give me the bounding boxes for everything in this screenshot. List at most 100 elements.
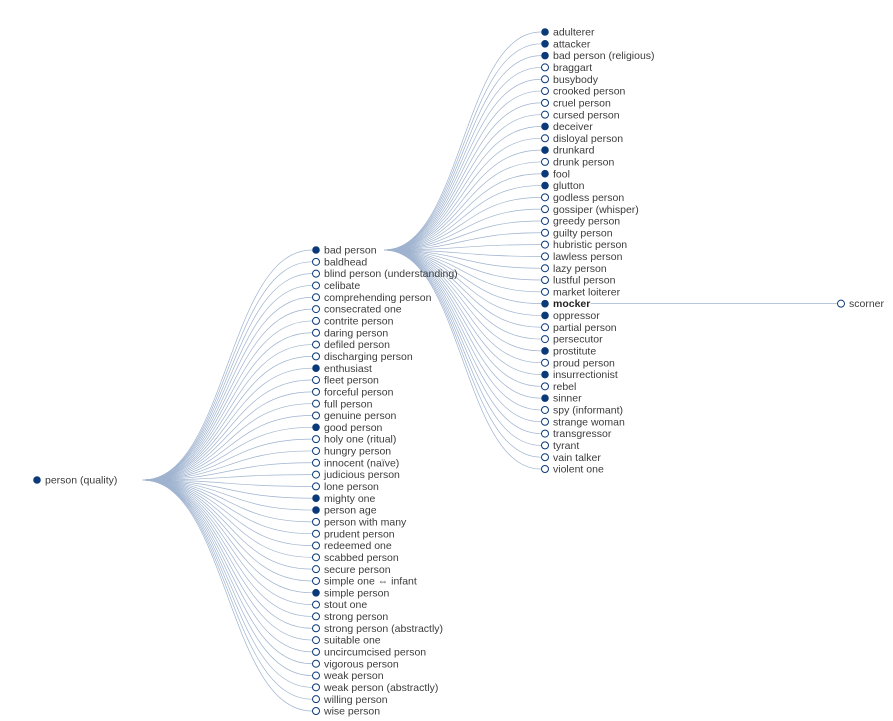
node-hollow-dot[interactable]: [312, 553, 320, 562]
node-hollow-dot[interactable]: [312, 647, 320, 656]
tree-node-guilty-person[interactable]: guilty person: [541, 227, 613, 239]
tree-node-redeemed-one[interactable]: redeemed one: [312, 540, 392, 552]
tree-node-proud-person[interactable]: proud person: [541, 357, 616, 369]
tree-node-comprehending-person[interactable]: comprehending person: [312, 292, 432, 304]
node-filled-dot[interactable]: [541, 146, 549, 154]
tree-node-prudent-person[interactable]: prudent person: [312, 528, 395, 540]
node-filled-dot[interactable]: [541, 51, 549, 60]
node-hollow-dot[interactable]: [312, 529, 320, 538]
node-filled-dot[interactable]: [541, 169, 549, 178]
node-hollow-dot[interactable]: [312, 470, 320, 479]
node-hollow-dot[interactable]: [541, 417, 549, 426]
tree-node-prostitute[interactable]: prostitute: [541, 345, 597, 357]
node-hollow-dot[interactable]: [541, 63, 549, 72]
node-hollow-dot[interactable]: [312, 517, 320, 526]
tree-node-judicious-person[interactable]: judicious person: [312, 469, 401, 481]
node-filled-dot[interactable]: [541, 370, 549, 379]
tree-node-innocent-na-ve[interactable]: innocent (naïve): [312, 457, 400, 469]
node-hollow-dot[interactable]: [312, 281, 320, 290]
node-hollow-dot[interactable]: [312, 293, 320, 302]
node-hollow-dot[interactable]: [312, 565, 320, 574]
tree-node-blind-person-understanding[interactable]: blind person (understanding): [312, 268, 458, 280]
tree-node-busybody[interactable]: busybody: [541, 74, 599, 86]
node-hollow-dot[interactable]: [541, 287, 549, 296]
tree-node-mocker[interactable]: mocker: [541, 298, 591, 310]
node-hollow-dot[interactable]: [541, 264, 549, 273]
tree-node-fool[interactable]: fool: [541, 168, 570, 180]
tree-node-mighty-one[interactable]: mighty one: [312, 493, 376, 505]
node-hollow-dot[interactable]: [312, 671, 320, 680]
tree-node-holy-one-ritual[interactable]: holy one (ritual): [312, 434, 397, 446]
node-filled-dot[interactable]: [312, 246, 320, 254]
node-hollow-dot[interactable]: [837, 299, 845, 308]
node-hollow-dot[interactable]: [312, 624, 320, 633]
node-hollow-dot[interactable]: [312, 269, 320, 278]
node-hollow-dot[interactable]: [541, 87, 549, 96]
node-hollow-dot[interactable]: [312, 612, 320, 621]
node-hollow-dot[interactable]: [541, 75, 549, 84]
tree-node-good-person[interactable]: good person: [312, 422, 383, 434]
tree-node-person-age[interactable]: person age: [312, 505, 377, 517]
tree-node-secure-person[interactable]: secure person: [312, 564, 391, 576]
tree-node-bad-person-religious[interactable]: bad person (religious): [541, 50, 655, 62]
node-hollow-dot[interactable]: [312, 636, 320, 645]
node-filled-dot[interactable]: [312, 364, 320, 373]
tree-node-genuine-person[interactable]: genuine person: [312, 410, 397, 422]
tree-node-violent-one[interactable]: violent one: [541, 464, 604, 476]
node-hollow-dot[interactable]: [541, 405, 549, 414]
tree-node-disloyal-person[interactable]: disloyal person: [541, 133, 624, 145]
node-hollow-dot[interactable]: [312, 458, 320, 467]
tree-node-scabbed-person[interactable]: scabbed person: [312, 552, 399, 564]
tree-node-contrite-person[interactable]: contrite person: [312, 316, 394, 328]
node-filled-dot[interactable]: [312, 588, 320, 597]
tree-node-market-loiterer[interactable]: market loiterer: [541, 286, 621, 298]
node-hollow-dot[interactable]: [541, 110, 549, 119]
tree-node-tyrant[interactable]: tyrant: [541, 440, 580, 452]
tree-node-simple-one-infant[interactable]: simple one ⇔ infant: [312, 576, 417, 588]
tree-node-lawless-person[interactable]: lawless person: [541, 251, 623, 263]
node-filled-dot[interactable]: [541, 347, 549, 355]
node-hollow-dot[interactable]: [541, 98, 549, 107]
tree-node-enthusiast[interactable]: enthusiast: [312, 363, 372, 375]
node-hollow-dot[interactable]: [541, 216, 549, 225]
node-hollow-dot[interactable]: [541, 335, 549, 344]
tree-node-stout-one[interactable]: stout one: [312, 599, 368, 611]
node-hollow-dot[interactable]: [312, 411, 320, 420]
tree-node-rebel[interactable]: rebel: [541, 381, 577, 393]
node-filled-dot[interactable]: [541, 181, 549, 190]
node-hollow-dot[interactable]: [541, 252, 549, 261]
tree-node-defiled-person[interactable]: defiled person: [312, 339, 391, 351]
node-filled-dot[interactable]: [541, 122, 549, 131]
tree-node-daring-person[interactable]: daring person: [312, 327, 389, 339]
node-filled-dot[interactable]: [541, 394, 549, 402]
node-hollow-dot[interactable]: [312, 305, 320, 314]
tree-node-greedy-person[interactable]: greedy person: [541, 216, 621, 228]
tree-node-scorner[interactable]: scorner: [837, 298, 885, 310]
tree-node-braggart[interactable]: braggart: [541, 62, 593, 74]
node-hollow-dot[interactable]: [312, 541, 320, 550]
node-hollow-dot[interactable]: [312, 683, 320, 692]
node-filled-dot[interactable]: [541, 40, 549, 48]
tree-node-attacker[interactable]: attacker: [541, 38, 591, 50]
node-hollow-dot[interactable]: [312, 257, 320, 266]
tree-node-lone-person[interactable]: lone person: [312, 481, 380, 493]
node-filled-dot[interactable]: [541, 299, 549, 308]
tree-node-godless-person[interactable]: godless person: [541, 192, 625, 204]
node-hollow-dot[interactable]: [541, 465, 549, 473]
tree-node-gossiper-whisper[interactable]: gossiper (whisper): [541, 204, 639, 216]
tree-node-vain-talker[interactable]: vain talker: [541, 452, 602, 464]
node-filled-dot[interactable]: [312, 494, 320, 503]
node-hollow-dot[interactable]: [541, 193, 549, 202]
tree-node-simple-person[interactable]: simple person: [312, 587, 390, 599]
tree-node-drunk-person[interactable]: drunk person: [541, 157, 615, 169]
tree-node-spy-informant[interactable]: spy (informant): [541, 405, 624, 417]
node-hollow-dot[interactable]: [312, 600, 320, 609]
node-hollow-dot[interactable]: [541, 382, 549, 391]
node-hollow-dot[interactable]: [312, 482, 320, 491]
tree-node-strong-person[interactable]: strong person: [312, 611, 389, 623]
node-hollow-dot[interactable]: [541, 205, 549, 214]
node-hollow-dot[interactable]: [312, 316, 320, 325]
node-hollow-dot[interactable]: [312, 376, 320, 385]
tree-node-weak-person[interactable]: weak person: [312, 670, 384, 682]
tree-node-suitable-one[interactable]: suitable one: [312, 635, 381, 647]
